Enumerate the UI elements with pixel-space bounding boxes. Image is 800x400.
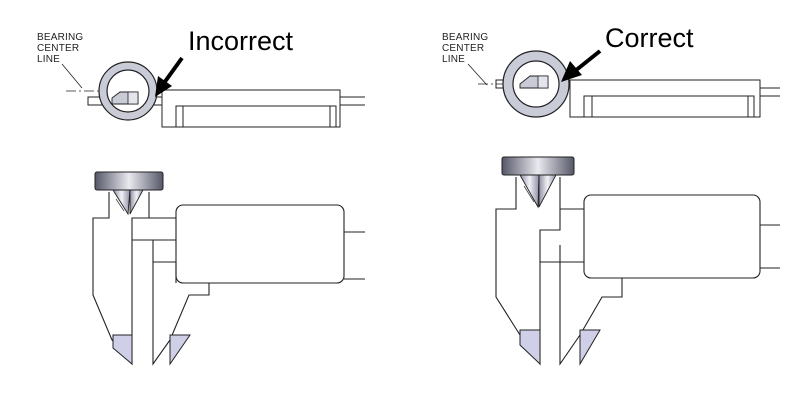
- incorrect-arrow: [155, 56, 184, 97]
- caliper-front-view: [495, 177, 780, 366]
- center-line-leader: [467, 63, 488, 86]
- jaw-tip-right: [169, 334, 191, 366]
- bearing-cap: [94, 171, 164, 191]
- bearing-ring: [98, 61, 158, 121]
- caliper-top-view: [66, 89, 365, 128]
- incorrect-panel: BEARING CENTER LINE Incorrect: [37, 26, 365, 366]
- correct-panel: BEARING CENTER LINE Correct: [442, 23, 780, 366]
- bearing-cap: [501, 156, 575, 176]
- bearing-center-line-label: BEARING CENTER LINE: [442, 32, 491, 65]
- caliper-knife-edges: [112, 189, 144, 216]
- jaw-tip-left: [112, 334, 133, 366]
- incorrect-title: Incorrect: [188, 26, 294, 56]
- center-line-leader: [61, 63, 83, 89]
- caliper-knife-edges: [519, 174, 557, 209]
- correct-title: Correct: [605, 23, 694, 53]
- jaw-tip-left: [519, 329, 541, 366]
- caliper-front-view: [92, 192, 365, 366]
- correct-arrow: [561, 49, 602, 82]
- bearing-center-line-label: BEARING CENTER LINE: [37, 32, 86, 65]
- jaw-tip-right: [579, 329, 601, 366]
- bearing-ring: [502, 50, 570, 118]
